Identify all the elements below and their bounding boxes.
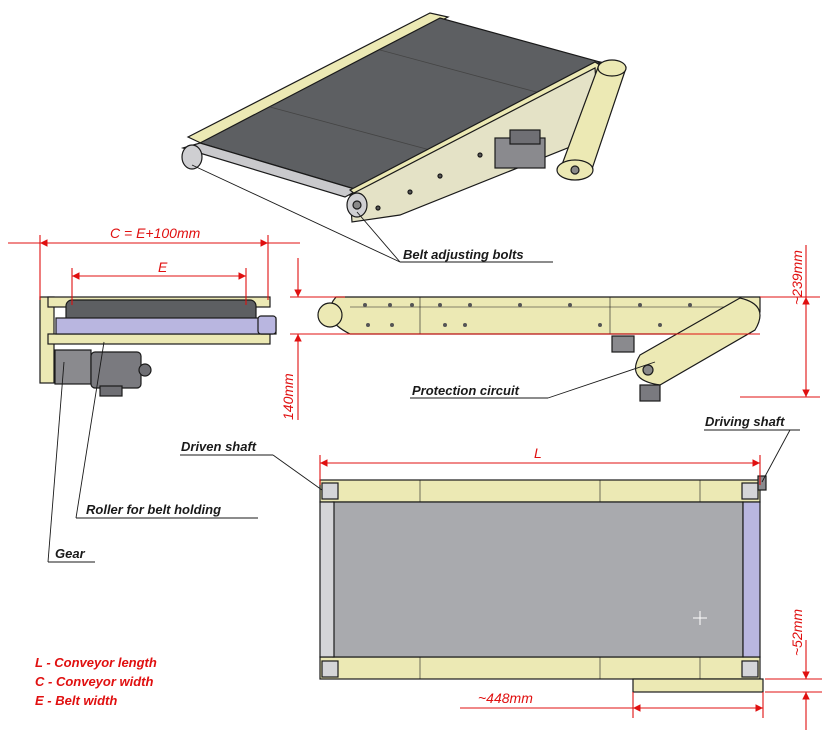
protection-leader [410,361,656,399]
dimension-239 [740,245,820,398]
legend-c: C - Conveyor width [35,674,154,689]
end-view-leaders [47,341,258,563]
side-view [317,296,761,402]
end-gear-box [54,349,92,385]
bolts-leaders [191,164,553,263]
dimension-239-label: ~239mm [789,250,805,305]
dimension-e-label: E [158,259,168,275]
end-view [39,296,277,397]
top-view [319,475,767,693]
far-side-rail [186,12,450,146]
dimension-l [319,455,761,485]
legend-l: L - Conveyor length [35,655,157,670]
side-protection-housing [635,297,761,386]
cursor-crosshair-icon [693,611,707,625]
label-belt-adjusting-bolts: Belt adjusting bolts [403,247,524,262]
top-driven-roller [319,501,335,658]
top-near-rail [319,656,761,680]
dimension-c [8,235,300,300]
top-driving-roller [742,501,761,658]
legend-e: E - Belt width [35,693,117,708]
top-belt [332,501,744,658]
dimension-e [71,268,247,305]
dimension-52-label: ~52mm [789,609,805,656]
dimension-l-label: L [534,445,542,461]
dimension-52 [765,640,822,730]
dimension-448 [460,692,764,718]
dimension-448-label: ~448mm [478,690,533,706]
isometric-view [180,12,627,223]
shaft-leaders [180,429,800,491]
dimension-140-label: 140mm [280,373,296,420]
dimension-140 [290,258,760,420]
top-protection-housing [632,678,764,693]
top-far-rail [319,479,761,503]
end-belt-holding-roller [55,317,277,335]
near-side-plate [349,67,601,223]
label-protection-circuit: Protection circuit [412,383,520,398]
label-gear: Gear [55,546,86,561]
label-driving-shaft: Driving shaft [705,414,785,429]
legend: L - Conveyor length C - Conveyor width E… [35,655,157,708]
end-motor [90,351,142,389]
dimension-c-label: C = E+100mm [110,225,201,241]
label-roller-for-belt-holding: Roller for belt holding [86,502,221,517]
label-driven-shaft: Driven shaft [181,439,257,454]
